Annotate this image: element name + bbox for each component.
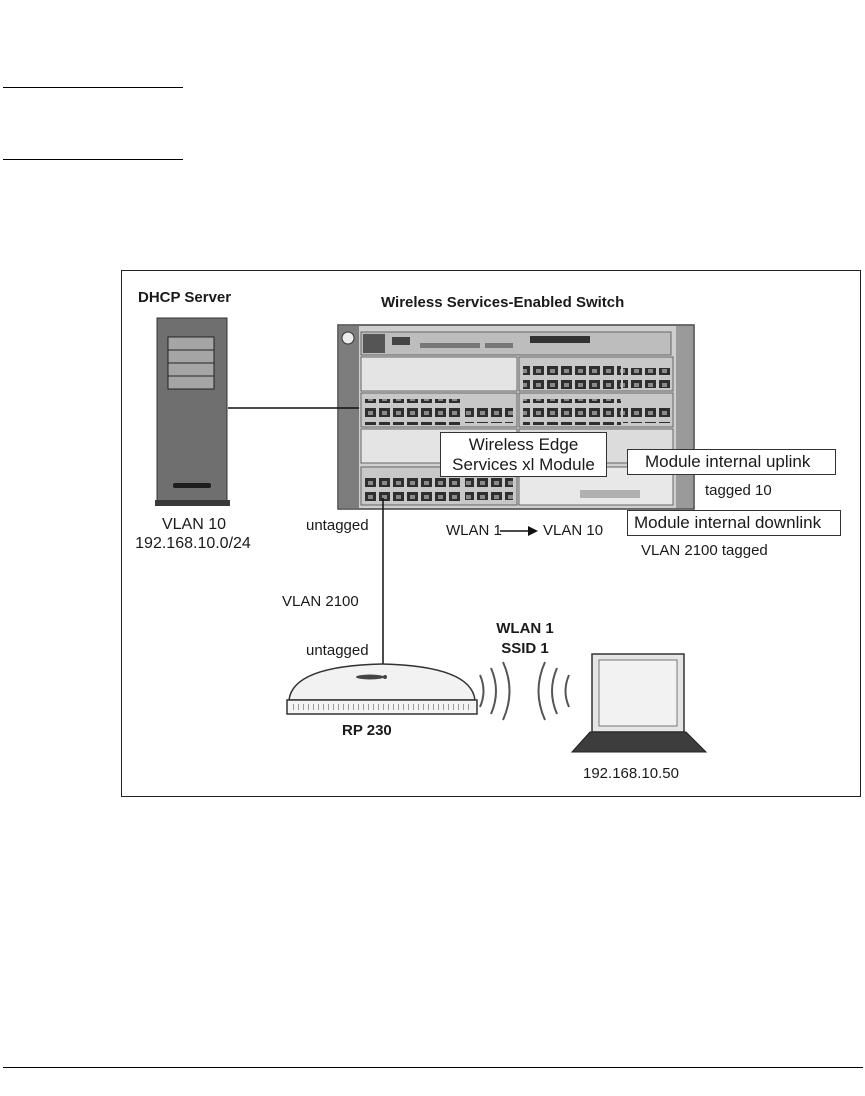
module-label-line1: Wireless Edge [468,435,579,454]
dhcp-subnet-label: 192.168.10.0/24 [135,535,251,552]
link-vlan-label: VLAN 2100 [282,593,359,610]
uplink-box: Module internal uplink [627,449,836,475]
switch-chassis-icon [337,324,695,510]
dhcp-vlan-label: VLAN 10 [161,516,227,533]
downlink-tag-label: VLAN 2100 tagged [641,542,768,559]
wlan-name-label: WLAN 1 [496,620,554,637]
downlink-box: Module internal downlink [627,510,841,536]
laptop-icon [570,653,708,753]
ap-model-label: RP 230 [342,722,392,739]
wlan-mapping-to: VLAN 10 [543,522,604,539]
header-rule-top [3,87,183,88]
dhcp-server-icon [155,317,230,506]
wireless-signal-icon [479,661,570,721]
wlan-mapping-from: WLAN 1 [446,522,502,539]
ap-port-untagged-label: untagged [306,642,369,659]
ssid-name-label: SSID 1 [501,640,549,657]
header-rule-bottom [3,159,183,160]
switch-title: Wireless Services-Enabled Switch [381,294,625,311]
uplink-tag-label: tagged 10 [705,482,772,499]
module-label-line2: Services xl Module [452,455,595,474]
client-ip-label: 192.168.10.50 [583,765,679,782]
wlan-mapping-arrow [500,526,538,536]
footer-rule [3,1067,863,1068]
dhcp-server-title: DHCP Server [138,289,232,306]
network-diagram-frame [121,270,861,797]
access-point-icon [286,663,478,715]
module-label-box: Wireless Edge Services xl Module [440,432,607,477]
switch-port-untagged-label: untagged [306,517,369,534]
